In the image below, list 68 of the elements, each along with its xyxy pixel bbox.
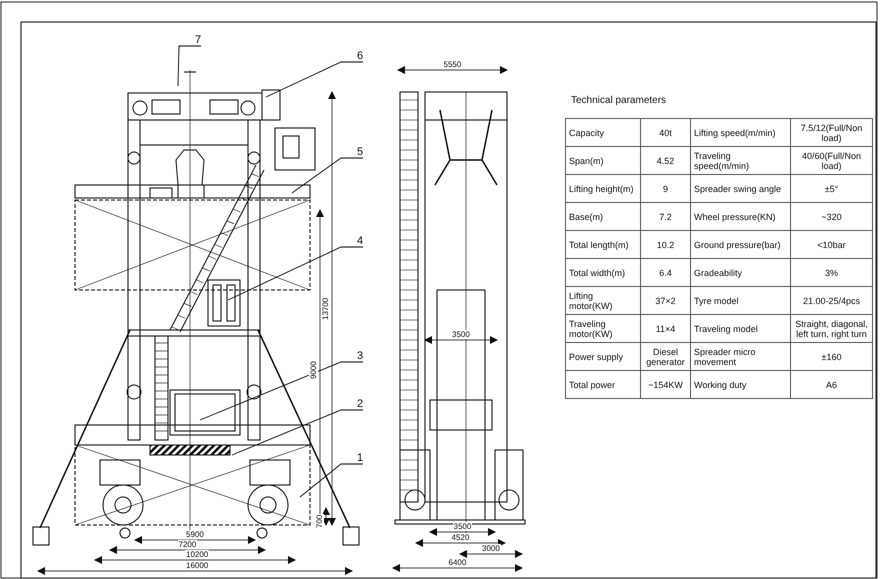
callout-number: 4: [357, 235, 364, 247]
dimension-text: 3000: [481, 544, 501, 553]
parameter-name-cell: Ground pressure(bar): [690, 230, 790, 258]
dimension-text: 5550: [442, 60, 462, 69]
parameter-value-cell: 3%: [790, 258, 872, 286]
dimension-text: 4520: [450, 533, 470, 542]
dimension-text: 13700: [321, 296, 330, 320]
dimension-text: 16000: [185, 561, 210, 570]
callout-number: 7: [195, 34, 202, 46]
parameter-name-cell: Capacity: [566, 118, 640, 146]
dimension-text: 7200: [178, 540, 198, 549]
dimension-text: 5900: [185, 530, 205, 539]
parameter-name-cell: Lifting height(m): [566, 174, 640, 202]
parameter-value-cell: 40/60(Full/Non load): [790, 146, 872, 174]
parameter-name-cell: Traveling model: [690, 314, 790, 342]
leader-line: [266, 62, 364, 98]
callout-number: 1: [357, 452, 364, 464]
callout-number: 3: [357, 350, 364, 362]
parameter-value-cell: ~154KW: [640, 370, 690, 398]
parameter-name-cell: Traveling motor(KW): [566, 314, 640, 342]
parameter-name-cell: Total power: [566, 370, 640, 398]
dimension-text: 6400: [448, 558, 468, 567]
parameter-value-cell: 11×4: [640, 314, 690, 342]
parameter-value-cell: <10bar: [790, 230, 872, 258]
parameter-name-cell: Total width(m): [566, 258, 640, 286]
parameter-value-cell: 9: [640, 174, 690, 202]
dimension-text: 10200: [185, 550, 210, 559]
parameter-name-cell: Span(m): [566, 146, 640, 174]
callout-number: 2: [357, 398, 364, 410]
parameter-value-cell: ~320: [790, 202, 872, 230]
parameter-name-cell: Tyre model: [690, 286, 790, 314]
parameter-value-cell: ±5°: [790, 174, 872, 202]
leader-line: [178, 46, 202, 86]
parameter-name-cell: Gradeability: [690, 258, 790, 286]
parameter-value-cell: 4.52: [640, 146, 690, 174]
leader-line: [232, 410, 364, 456]
parameter-value-cell: ±160: [790, 342, 872, 370]
parameter-name-cell: Lifting speed(m/min): [690, 118, 790, 146]
parameter-name-cell: Power supply: [566, 342, 640, 370]
callout-number: 6: [357, 50, 364, 62]
parameter-value-cell: 7.5/12(Full/Non load): [790, 118, 872, 146]
parameter-name-cell: Total length(m): [566, 230, 640, 258]
parameter-name-cell: Wheel pressure(KN): [690, 202, 790, 230]
leader-line: [292, 158, 364, 194]
parameter-value-cell: 7.2: [640, 202, 690, 230]
leader-line: [228, 246, 364, 300]
dimension-text: 3500: [451, 330, 471, 339]
dimension-text: 3500: [452, 522, 472, 531]
parameter-value-cell: 21.00-25/4pcs: [790, 286, 872, 314]
parameter-value-cell: 40t: [640, 118, 690, 146]
parameter-value-cell: 37×2: [640, 286, 690, 314]
parameter-name-cell: Base(m): [566, 202, 640, 230]
parameter-value-cell: A6: [790, 370, 872, 398]
parameter-name-cell: Lifting motor(KW): [566, 286, 640, 314]
dimension-text: 9000: [309, 360, 318, 380]
parameter-name-cell: Spreader swing angle: [690, 174, 790, 202]
parameter-value-cell: 10.2: [640, 230, 690, 258]
dimension-text: 700: [315, 513, 324, 528]
parameter-value-cell: Diesel generator: [640, 342, 690, 370]
table-heading: Technical parameters: [571, 95, 666, 106]
parameter-value-cell: Straight, diagonal, left turn, right turn: [790, 314, 872, 342]
parameter-name-cell: Traveling speed(m/min): [690, 146, 790, 174]
parameter-name-cell: Working duty: [690, 370, 790, 398]
parameter-name-cell: Spreader micro movement: [690, 342, 790, 370]
leader-line: [300, 464, 364, 498]
parameter-value-cell: 6.4: [640, 258, 690, 286]
callout-number: 5: [357, 146, 364, 158]
leader-line: [200, 362, 364, 420]
